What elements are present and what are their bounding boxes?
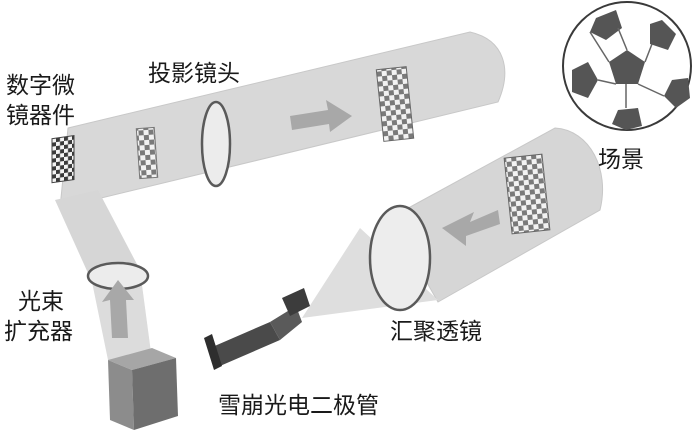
checkerboard-pattern-icon xyxy=(375,66,415,142)
scene-label: 场景 xyxy=(598,147,644,173)
projection-lens-label: 投影镜头 xyxy=(148,61,240,87)
dmd-label-line1: 数字微 xyxy=(6,73,75,99)
beam-expander-label-line2: 扩充器 xyxy=(4,319,73,345)
photodiode-icon xyxy=(204,288,310,370)
projection-beam xyxy=(59,31,506,209)
apd-label: 雪崩光电二极管 xyxy=(218,393,379,419)
dmd-label-line2: 镜器件 xyxy=(6,103,75,129)
converging-lens-label: 汇聚透镜 xyxy=(390,319,482,345)
soccer-ball-icon xyxy=(562,1,692,131)
dmd-icon xyxy=(51,135,75,184)
checkerboard-pattern-icon xyxy=(503,153,551,235)
projection-lens xyxy=(200,100,232,188)
expander-beam xyxy=(55,190,140,282)
beam-expander-label-line1: 光束 xyxy=(18,289,64,315)
arrow-right-icon xyxy=(290,100,352,132)
arrow-up-icon xyxy=(102,280,134,338)
converging-lens xyxy=(368,204,432,312)
checkerboard-pattern-icon xyxy=(135,126,159,180)
laser-source-icon xyxy=(108,348,178,430)
arrow-left-icon xyxy=(442,210,500,246)
